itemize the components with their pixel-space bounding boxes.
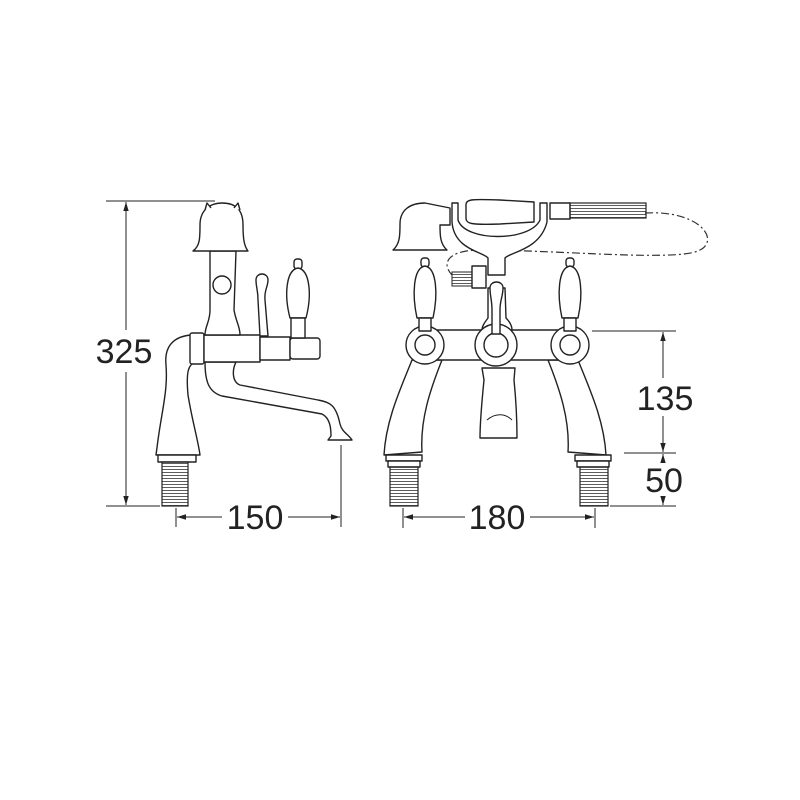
side-body-mid — [259, 336, 291, 361]
hose-outlet — [471, 265, 487, 289]
handset-handle — [465, 198, 535, 226]
side-head-lugs — [204, 202, 241, 211]
front-lever — [489, 281, 504, 335]
dim-135-label: 135 — [637, 380, 694, 418]
right-thread — [579, 466, 609, 507]
right-valve-inner — [559, 334, 581, 356]
side-handle — [286, 267, 310, 319]
left-nut — [385, 454, 423, 462]
left-nut-2 — [387, 460, 421, 468]
diverter-valve-inner — [483, 332, 509, 358]
side-view — [155, 202, 353, 507]
spout-outlet — [486, 414, 513, 421]
left-handle — [413, 265, 437, 319]
front-left-leg — [383, 359, 443, 456]
side-valve — [289, 337, 321, 360]
right-handle-shank — [563, 317, 577, 332]
hose — [569, 202, 647, 219]
hose-dashed — [446, 212, 709, 276]
hose-connector — [549, 202, 571, 220]
left-thread — [389, 466, 419, 507]
dim-50-label: 50 — [645, 462, 683, 500]
side-lever — [255, 273, 269, 337]
dim-180-label: 180 — [469, 499, 526, 537]
dim-325-label: 325 — [96, 333, 153, 371]
side-shower-head — [192, 202, 249, 252]
side-spout — [204, 361, 353, 441]
side-nut — [157, 454, 197, 463]
front-view — [383, 198, 709, 507]
dimension-lines — [106, 200, 676, 528]
right-handle — [558, 265, 582, 319]
side-body — [203, 334, 261, 363]
dim-150-label: 150 — [227, 499, 284, 537]
side-diverter-knob — [212, 275, 232, 295]
left-valve-inner — [414, 334, 436, 356]
side-thread — [161, 461, 189, 507]
left-handle-shank — [418, 317, 432, 332]
hose-outlet-thread — [451, 271, 473, 287]
side-handle-shank — [290, 317, 306, 339]
dimension-labels: 325 150 180 135 50 — [96, 333, 694, 537]
front-shower-head — [392, 202, 451, 251]
cradle — [451, 202, 548, 276]
right-nut-2 — [576, 460, 610, 468]
front-spout — [479, 367, 518, 439]
right-nut — [574, 454, 612, 462]
side-body-nut — [189, 332, 205, 365]
front-right-leg — [547, 359, 607, 456]
